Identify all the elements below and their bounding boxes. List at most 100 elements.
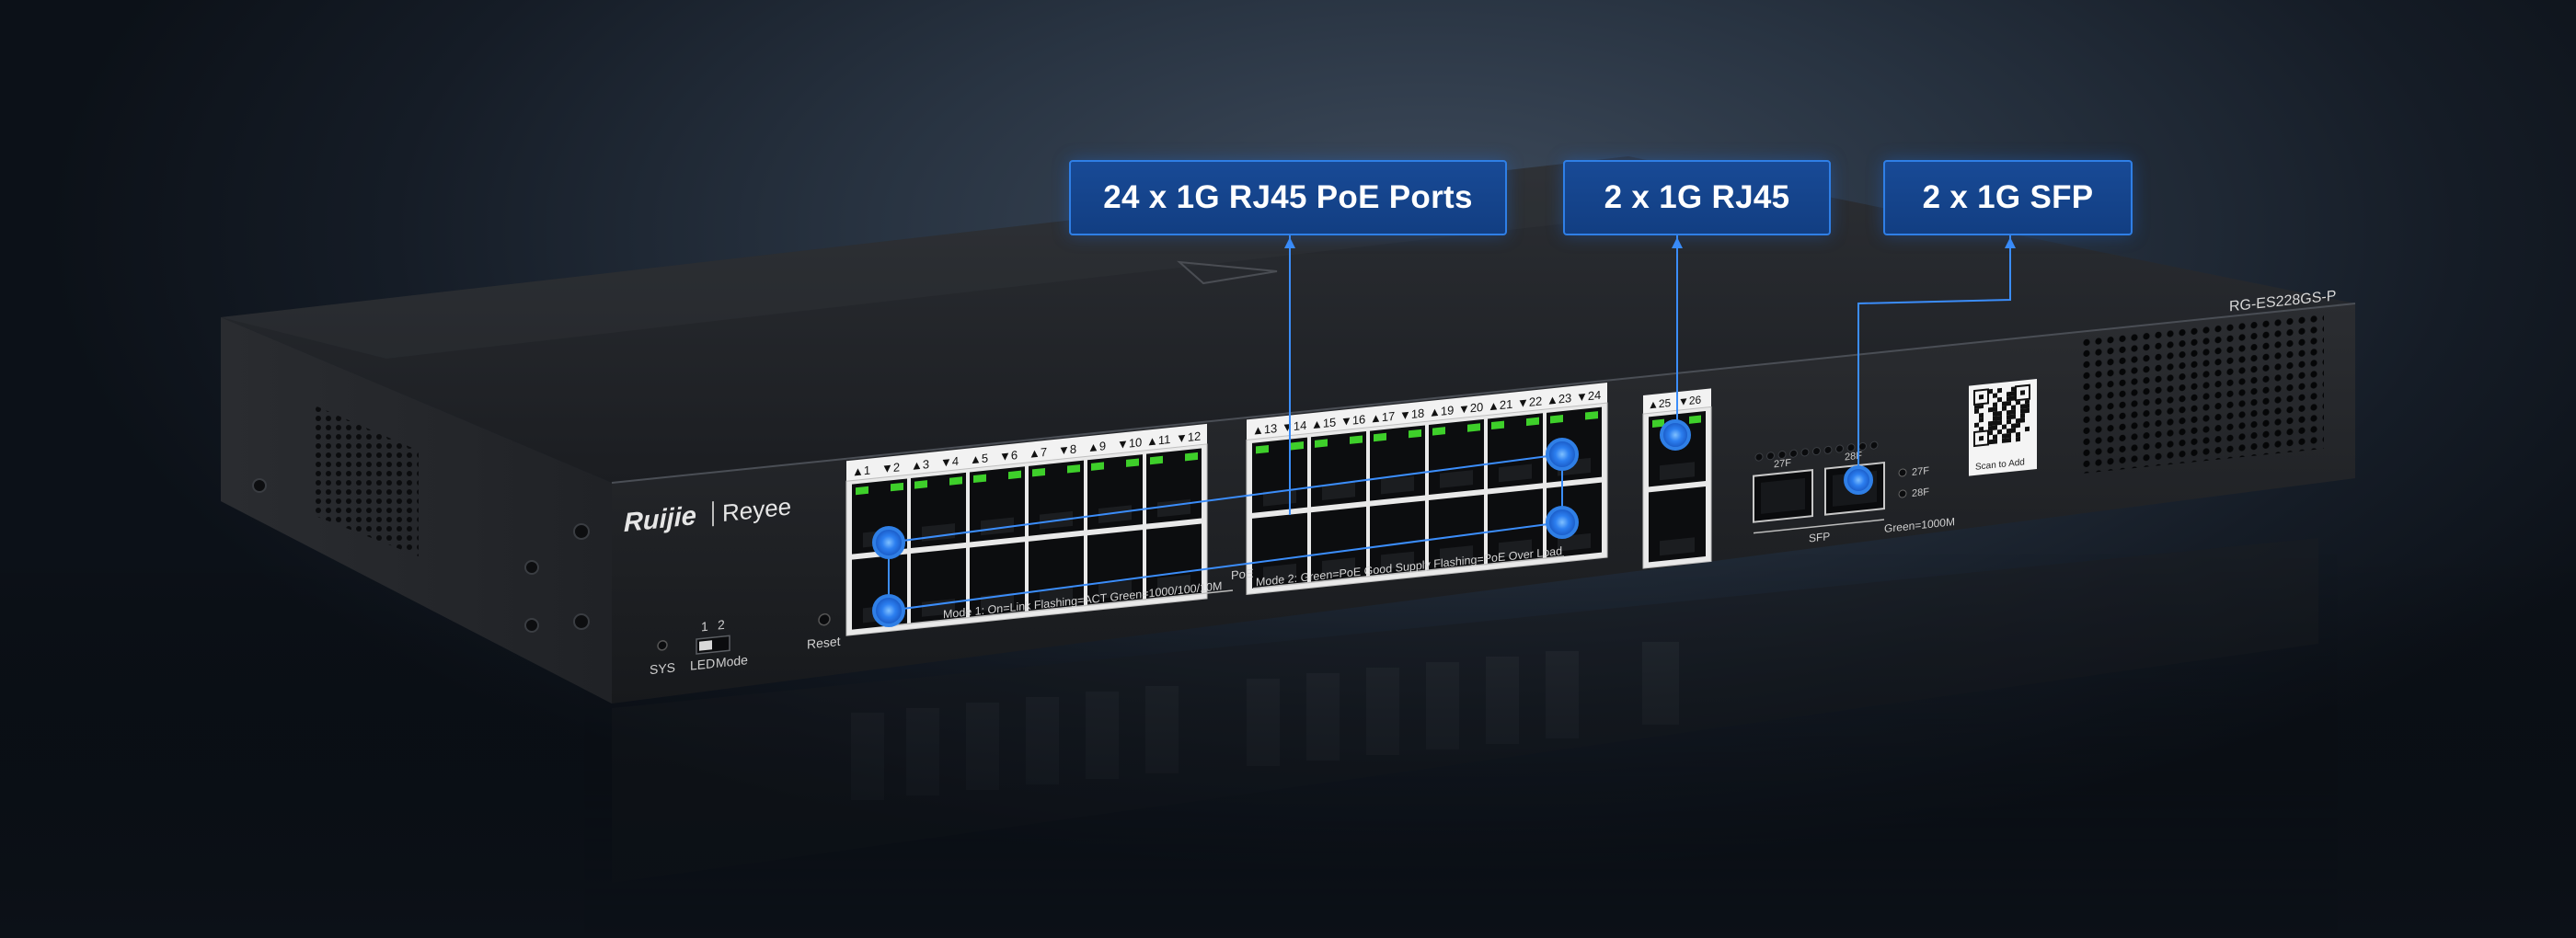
callout-uplink-sfp: 2 x 1G SFP	[1883, 160, 2133, 235]
port-led	[1409, 429, 1421, 439]
led-label: LED	[690, 656, 715, 673]
rj45-port-3[interactable]	[911, 472, 966, 549]
rj45-port-13[interactable]	[1252, 437, 1307, 513]
port-number-label: ▲1	[852, 463, 870, 479]
highlight-dot-port-25	[1660, 419, 1691, 451]
port-number-label: ▼20	[1458, 400, 1483, 417]
poe-legend-label: PoE	[1231, 566, 1254, 583]
port-number-label: ▲23	[1547, 391, 1571, 407]
port-led	[1432, 427, 1445, 436]
port-led	[1150, 455, 1163, 465]
sfp-led-label-28f: 28F	[1912, 486, 1929, 499]
rj45-port-10[interactable]	[1087, 530, 1143, 606]
sys-label: SYS	[650, 659, 675, 677]
top-triangle-emboss	[1177, 260, 1278, 285]
port-number-label: ▼14	[1282, 418, 1306, 435]
rj45-port-21[interactable]	[1488, 413, 1543, 489]
port-number-label: ▲15	[1311, 415, 1336, 431]
rj45-port-20[interactable]	[1429, 494, 1484, 571]
port-led	[1550, 415, 1563, 424]
chassis-top	[221, 156, 2355, 483]
rj45-port-5[interactable]	[970, 466, 1025, 543]
rj45-port-22[interactable]	[1488, 488, 1543, 565]
highlight-dot-port-28f	[1844, 465, 1873, 495]
port-led	[1067, 464, 1080, 474]
rj45-port-16[interactable]	[1311, 507, 1366, 583]
port-number-label: ▼10	[1117, 435, 1142, 452]
front-vent	[2079, 312, 2324, 475]
mode-label: Mode	[716, 652, 748, 670]
port-led	[1350, 435, 1363, 444]
port-number-label: ▼2	[881, 460, 900, 475]
reset-label: Reset	[807, 634, 841, 652]
port-number-label: ▲9	[1087, 439, 1106, 454]
uplink-port-number-label: ▲25	[1648, 396, 1672, 412]
rj45-port-11[interactable]	[1146, 448, 1202, 524]
port-led	[856, 486, 868, 496]
port-led	[1032, 467, 1045, 477]
highlight-dot-port-1	[872, 526, 905, 559]
port-led	[1526, 417, 1539, 427]
rj45-port-7[interactable]	[1029, 460, 1084, 536]
sfp-label-28f: 28F	[1845, 451, 1862, 463]
port-led	[1467, 423, 1480, 432]
port-number-label: ▲21	[1488, 397, 1512, 414]
side-screw-5	[524, 618, 539, 633]
rj45-port-18[interactable]	[1370, 500, 1425, 577]
port-number-label: ▼18	[1399, 406, 1424, 423]
callout-arrowheads	[1284, 237, 2016, 248]
rj45-port-15[interactable]	[1311, 431, 1366, 508]
port-led	[891, 482, 903, 492]
port-led	[1256, 444, 1269, 454]
port-led	[1126, 458, 1139, 467]
rj45-port-19[interactable]	[1429, 418, 1484, 496]
port-number-label: ▲7	[1029, 445, 1047, 461]
port-number-label: ▼8	[1058, 442, 1076, 458]
qr-code-label: Scan to Add	[1969, 378, 2037, 476]
port-led	[1091, 462, 1104, 471]
sfp-label-27f: 27F	[1774, 457, 1791, 470]
port-number-label: ▲5	[970, 451, 988, 466]
mode-switch-num-2: 2	[718, 617, 725, 633]
side-screw-2	[524, 560, 539, 575]
mode-switch-num-1: 1	[701, 619, 708, 635]
port-number-label: ▼12	[1176, 429, 1201, 446]
port-led	[1008, 470, 1021, 480]
port-number-label: ▼16	[1340, 412, 1365, 429]
highlight-dot-port-23	[1546, 438, 1579, 471]
sfp-led-label-27f: 27F	[1912, 465, 1929, 478]
highlight-dot-port-24	[1546, 506, 1579, 539]
port-led	[1491, 420, 1504, 430]
uplink-port-number-label: ▼26	[1678, 394, 1702, 409]
port-number-label: ▼4	[940, 454, 959, 470]
rj45-port-17[interactable]	[1370, 425, 1425, 501]
callout-leaders	[888, 235, 2011, 612]
port-number-label: ▼22	[1517, 394, 1542, 410]
port-number-label: ▼6	[999, 448, 1018, 463]
port-led	[1585, 411, 1598, 420]
port-led	[949, 476, 962, 486]
rj45-port-12[interactable]	[1146, 523, 1202, 600]
rj45-port-9[interactable]	[1087, 454, 1143, 531]
port-led	[914, 480, 927, 489]
rj45-port-8[interactable]	[1029, 535, 1084, 612]
callout-uplink-rj45: 2 x 1G RJ45	[1563, 160, 1831, 235]
highlight-dot-port-2	[872, 594, 905, 627]
port-number-label: ▲17	[1370, 409, 1395, 426]
port-led	[1315, 439, 1328, 448]
highlight-dots	[872, 419, 1873, 627]
port-led	[1185, 452, 1198, 462]
port-number-label: ▲11	[1146, 432, 1170, 449]
rj45-port-14[interactable]	[1252, 512, 1307, 589]
sfp-led-28f	[1898, 489, 1907, 498]
port-number-label: ▲3	[911, 457, 929, 473]
sys-led	[657, 640, 668, 651]
rj45-port-26[interactable]	[1649, 486, 1706, 563]
port-block-13-24: ▲13▼14▲15▼16▲17▼18▲19▼20▲21▼22▲23▼24	[1246, 383, 1608, 595]
floor-reflection	[0, 538, 2576, 938]
side-screw-4	[573, 613, 590, 630]
callout-poe-ports: 24 x 1G RJ45 PoE Ports	[1069, 160, 1507, 235]
port-led	[973, 474, 986, 484]
reset-button[interactable]	[818, 612, 831, 626]
